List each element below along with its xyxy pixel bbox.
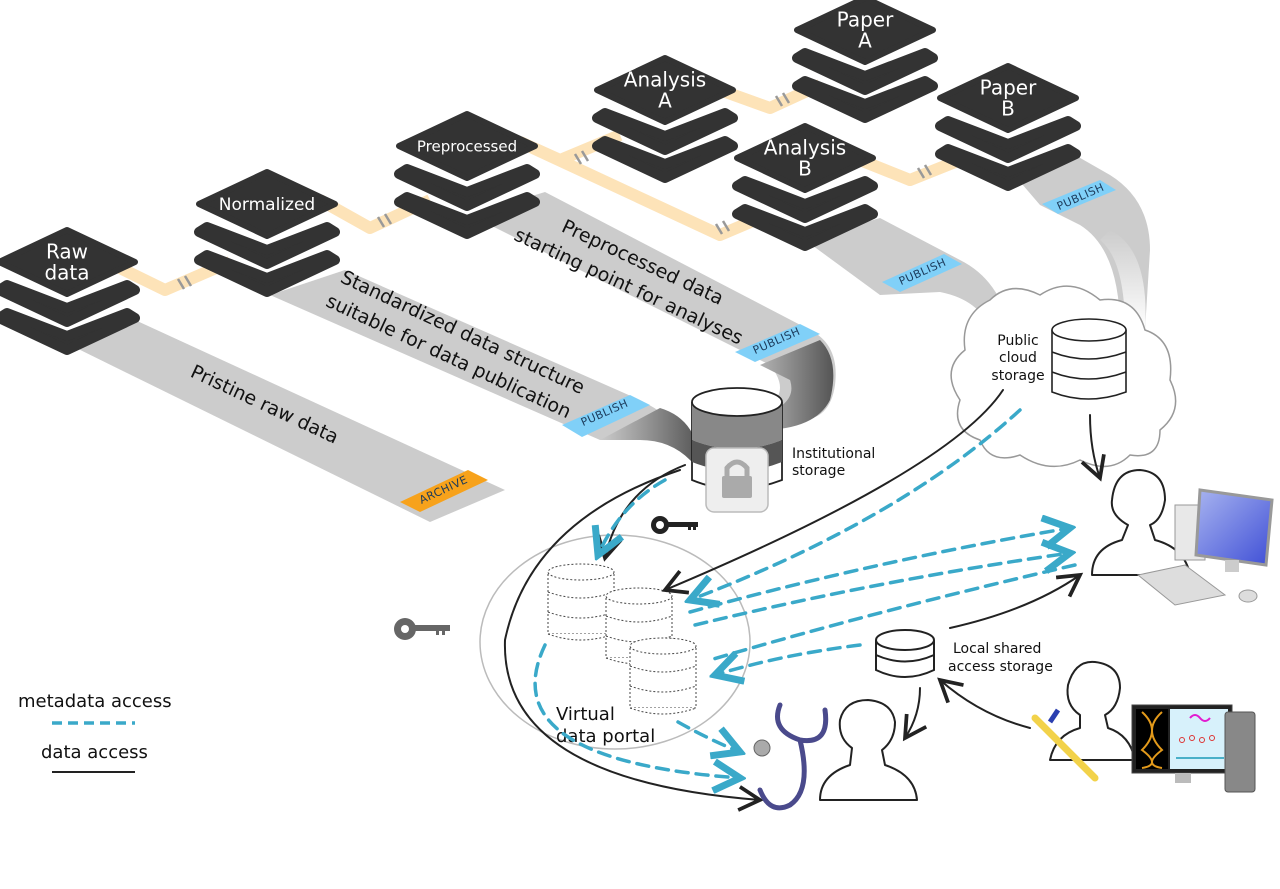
desktop-computer-icon	[1136, 488, 1274, 606]
institutional-storage-label-1: Institutional	[792, 446, 875, 462]
database-icon	[691, 387, 783, 417]
key-icon	[394, 618, 450, 640]
public-cloud-storage: Public cloud storage	[950, 285, 1177, 468]
stethoscope-icon	[753, 702, 829, 811]
person-icon-lab-researcher	[1049, 660, 1136, 761]
stack-top	[594, 55, 736, 125]
stack-top	[196, 169, 338, 239]
person-icon-clinician	[819, 699, 918, 801]
stack-top	[794, 0, 936, 65]
dotted-database-3	[629, 637, 697, 715]
public-cloud-label-3: storage	[991, 368, 1044, 384]
database-icon	[1051, 318, 1127, 400]
data-access-arrows	[503, 389, 1106, 812]
stack-label-paper-a: A	[858, 29, 872, 53]
stack-label-raw: Raw	[46, 240, 88, 264]
stack-layer	[592, 136, 738, 183]
stack-label-analysis-b: B	[798, 157, 812, 181]
pipette-icon	[1031, 708, 1099, 782]
virtual-data-portal: Virtual data portal	[479, 534, 751, 750]
stack-label-normalized: Normalized	[219, 195, 315, 215]
local-shared-label-2: access storage	[948, 659, 1053, 675]
stack-preprocessed: Preprocessed	[394, 111, 540, 239]
stage-stacks: RawdataNormalizedPreprocessedAnalysisAAn…	[0, 0, 1081, 355]
stack-layer	[394, 164, 540, 211]
stack-label-raw: data	[44, 261, 89, 285]
stack-top	[396, 111, 538, 181]
publish-tag-paper-b	[1042, 180, 1116, 214]
legend: metadata access data access	[18, 691, 172, 773]
connector-analysis-b-paper-b	[857, 154, 963, 186]
key-icon	[651, 516, 698, 534]
band-analysis-b: PUBLISH	[805, 218, 1010, 330]
stack-label-preprocessed: Preprocessed	[417, 137, 517, 155]
lock-icon	[705, 447, 769, 513]
stack-layer	[194, 222, 340, 269]
publish-tag-preprocessed	[735, 324, 820, 362]
band-paper-b: PUBLISH	[1010, 155, 1150, 330]
connector-breaks	[176, 92, 933, 290]
local-shared-label-1: Local shared	[953, 641, 1041, 657]
stack-layer	[592, 108, 738, 155]
public-cloud-label-1: Public	[997, 333, 1038, 349]
virtual-portal-label-2: data portal	[556, 726, 655, 747]
stack-layer	[792, 76, 938, 123]
publish-tag-analysis-b	[882, 254, 962, 292]
database-icon	[875, 629, 935, 678]
stack-top	[734, 123, 876, 193]
stack-layer	[394, 192, 540, 239]
stack-label-paper-b: Paper	[980, 76, 1037, 100]
stack-layer	[0, 280, 140, 327]
connector-raw-normalized	[117, 256, 233, 296]
stack-layer	[732, 176, 878, 223]
stack-label-analysis-b: Analysis	[764, 136, 846, 160]
stack-label-paper-b: B	[1001, 97, 1015, 121]
legend-data-label: data access	[41, 742, 148, 763]
stack-label-analysis-a: Analysis	[624, 68, 706, 92]
stack-label-paper-a: Paper	[837, 8, 894, 32]
stack-normalized: Normalized	[194, 169, 340, 297]
person-icon-computer-user	[1091, 469, 1191, 576]
stack-top	[937, 63, 1079, 133]
stack-layer	[732, 204, 878, 251]
stack-label-analysis-a: A	[658, 89, 672, 113]
stack-layer	[0, 308, 140, 355]
local-shared-storage: Local shared access storage	[875, 629, 1053, 678]
dna-monitor-icon	[1131, 704, 1256, 793]
institutional-storage: Institutional storage	[691, 387, 875, 513]
stack-layer	[935, 144, 1081, 191]
dotted-database-1	[547, 563, 615, 641]
metadata-access-arrows	[533, 408, 1075, 778]
archive-tag	[400, 470, 488, 512]
publish-tag-normalized	[562, 395, 650, 437]
stack-top	[0, 227, 138, 297]
stack-layer	[792, 48, 938, 95]
stack-layer	[935, 116, 1081, 163]
institutional-storage-label-2: storage	[792, 463, 845, 479]
stack-layer	[194, 250, 340, 297]
legend-metadata-label: metadata access	[18, 691, 172, 712]
virtual-portal-label-1: Virtual	[556, 704, 615, 725]
public-cloud-label-2: cloud	[999, 350, 1037, 366]
